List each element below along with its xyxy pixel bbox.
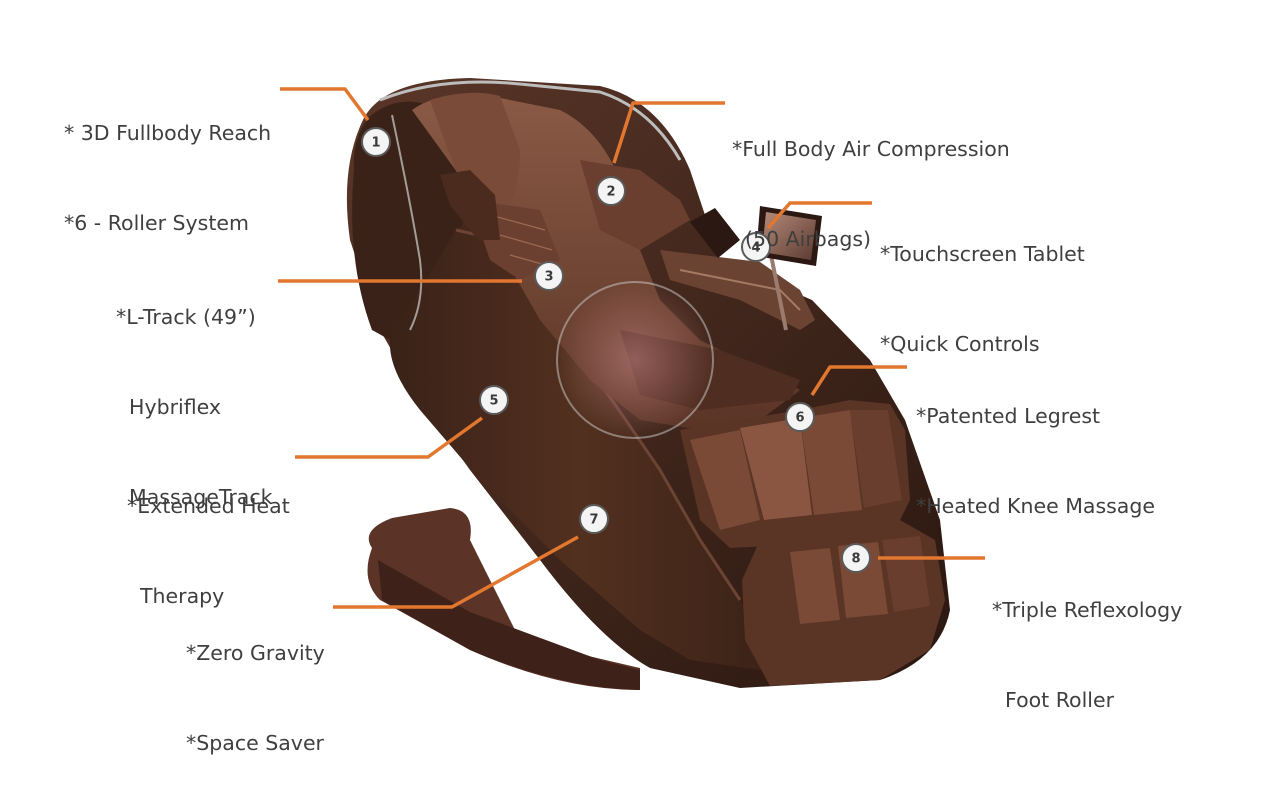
callout-marker-circle-4	[741, 232, 771, 262]
callout-marker-1: 1	[361, 127, 391, 157]
callout-marker-3: 3	[534, 261, 564, 291]
callout-label-4: *Touchscreen Tablet *Quick Controls	[880, 179, 1085, 389]
callout-marker-number-4: 4	[751, 241, 760, 256]
callout-markers: 1 2 3 4 5 6 7 8	[361, 127, 871, 573]
callout-marker-circle-3	[534, 261, 564, 291]
callout-2-line-1: *Full Body Air Compression	[732, 137, 1010, 161]
callout-label-6: *Patented Legrest *Heated Knee Massage	[916, 341, 1155, 551]
massage-chair-diagram: 1 2 3 4 5 6 7 8	[278, 78, 985, 690]
leader-line-5	[295, 416, 484, 459]
callout-1-line-1: * 3D Fullbody Reach	[64, 121, 272, 145]
callout-marker-number-3: 3	[544, 270, 553, 285]
callout-8-line-2: Foot Roller	[992, 688, 1115, 712]
callout-label-2: *Full Body Air Compression (50 Airbags)	[732, 74, 1010, 284]
callout-marker-number-5: 5	[489, 394, 498, 409]
chair-legrest	[680, 400, 945, 686]
callout-2-line-2: (50 Airbags)	[732, 227, 872, 251]
callout-label-3: *L-Track (49”) Hybriflex MassageTrack	[116, 242, 272, 542]
callout-label-7: *Zero Gravity *Space Saver	[186, 578, 325, 788]
callout-marker-number-8: 8	[851, 552, 860, 567]
callout-marker-circle-6	[785, 402, 815, 432]
chair-base	[367, 508, 640, 690]
leader-line-2	[612, 101, 725, 164]
callout-marker-circle-5	[479, 385, 509, 415]
callout-marker-5: 5	[479, 385, 509, 415]
callout-5-line-2: Therapy	[127, 584, 225, 608]
callout-8-line-1: *Triple Reflexology	[992, 598, 1183, 622]
callout-6-line-1: *Patented Legrest	[916, 404, 1101, 428]
callout-1-line-2: *6 - Roller System	[64, 211, 249, 235]
callout-marker-2: 2	[596, 176, 626, 206]
callout-4-line-2: *Quick Controls	[880, 332, 1040, 356]
callout-marker-circle-2	[596, 176, 626, 206]
callout-marker-circle-8	[841, 543, 871, 573]
callout-5-line-1: *Extended Heat	[127, 494, 290, 518]
callout-leaders	[278, 87, 985, 609]
callout-label-8: *Triple Reflexology Foot Roller	[992, 535, 1182, 745]
callout-label-5: *Extended Heat Therapy	[127, 431, 290, 641]
callout-label-1: * 3D Fullbody Reach *6 - Roller System	[64, 58, 271, 268]
watermark-logo	[555, 280, 715, 440]
callout-marker-number-6: 6	[795, 411, 804, 426]
callout-marker-6: 6	[785, 402, 815, 432]
callout-7-line-2: *Space Saver	[186, 731, 324, 755]
callout-marker-4: 4	[741, 232, 771, 262]
callout-3-line-3: MassageTrack	[116, 485, 273, 509]
callout-marker-number-2: 2	[606, 185, 615, 200]
callout-3-line-1: *L-Track (49”)	[116, 305, 256, 329]
callout-marker-circle-7	[579, 504, 609, 534]
chair-armrest-console	[660, 208, 815, 331]
leader-line-4	[766, 201, 872, 230]
leader-line-6	[810, 365, 907, 396]
callout-6-line-2: *Heated Knee Massage	[916, 494, 1155, 518]
callout-marker-8: 8	[841, 543, 871, 573]
leader-line-1	[280, 87, 370, 122]
callout-4-line-1: *Touchscreen Tablet	[880, 242, 1085, 266]
callout-marker-number-7: 7	[589, 513, 598, 528]
callout-3-line-2: Hybriflex	[116, 395, 222, 419]
leader-line-7	[333, 535, 579, 609]
callout-marker-7: 7	[579, 504, 609, 534]
callout-7-line-1: *Zero Gravity	[186, 641, 325, 665]
callout-marker-circle-1	[361, 127, 391, 157]
callout-marker-number-1: 1	[371, 136, 380, 151]
